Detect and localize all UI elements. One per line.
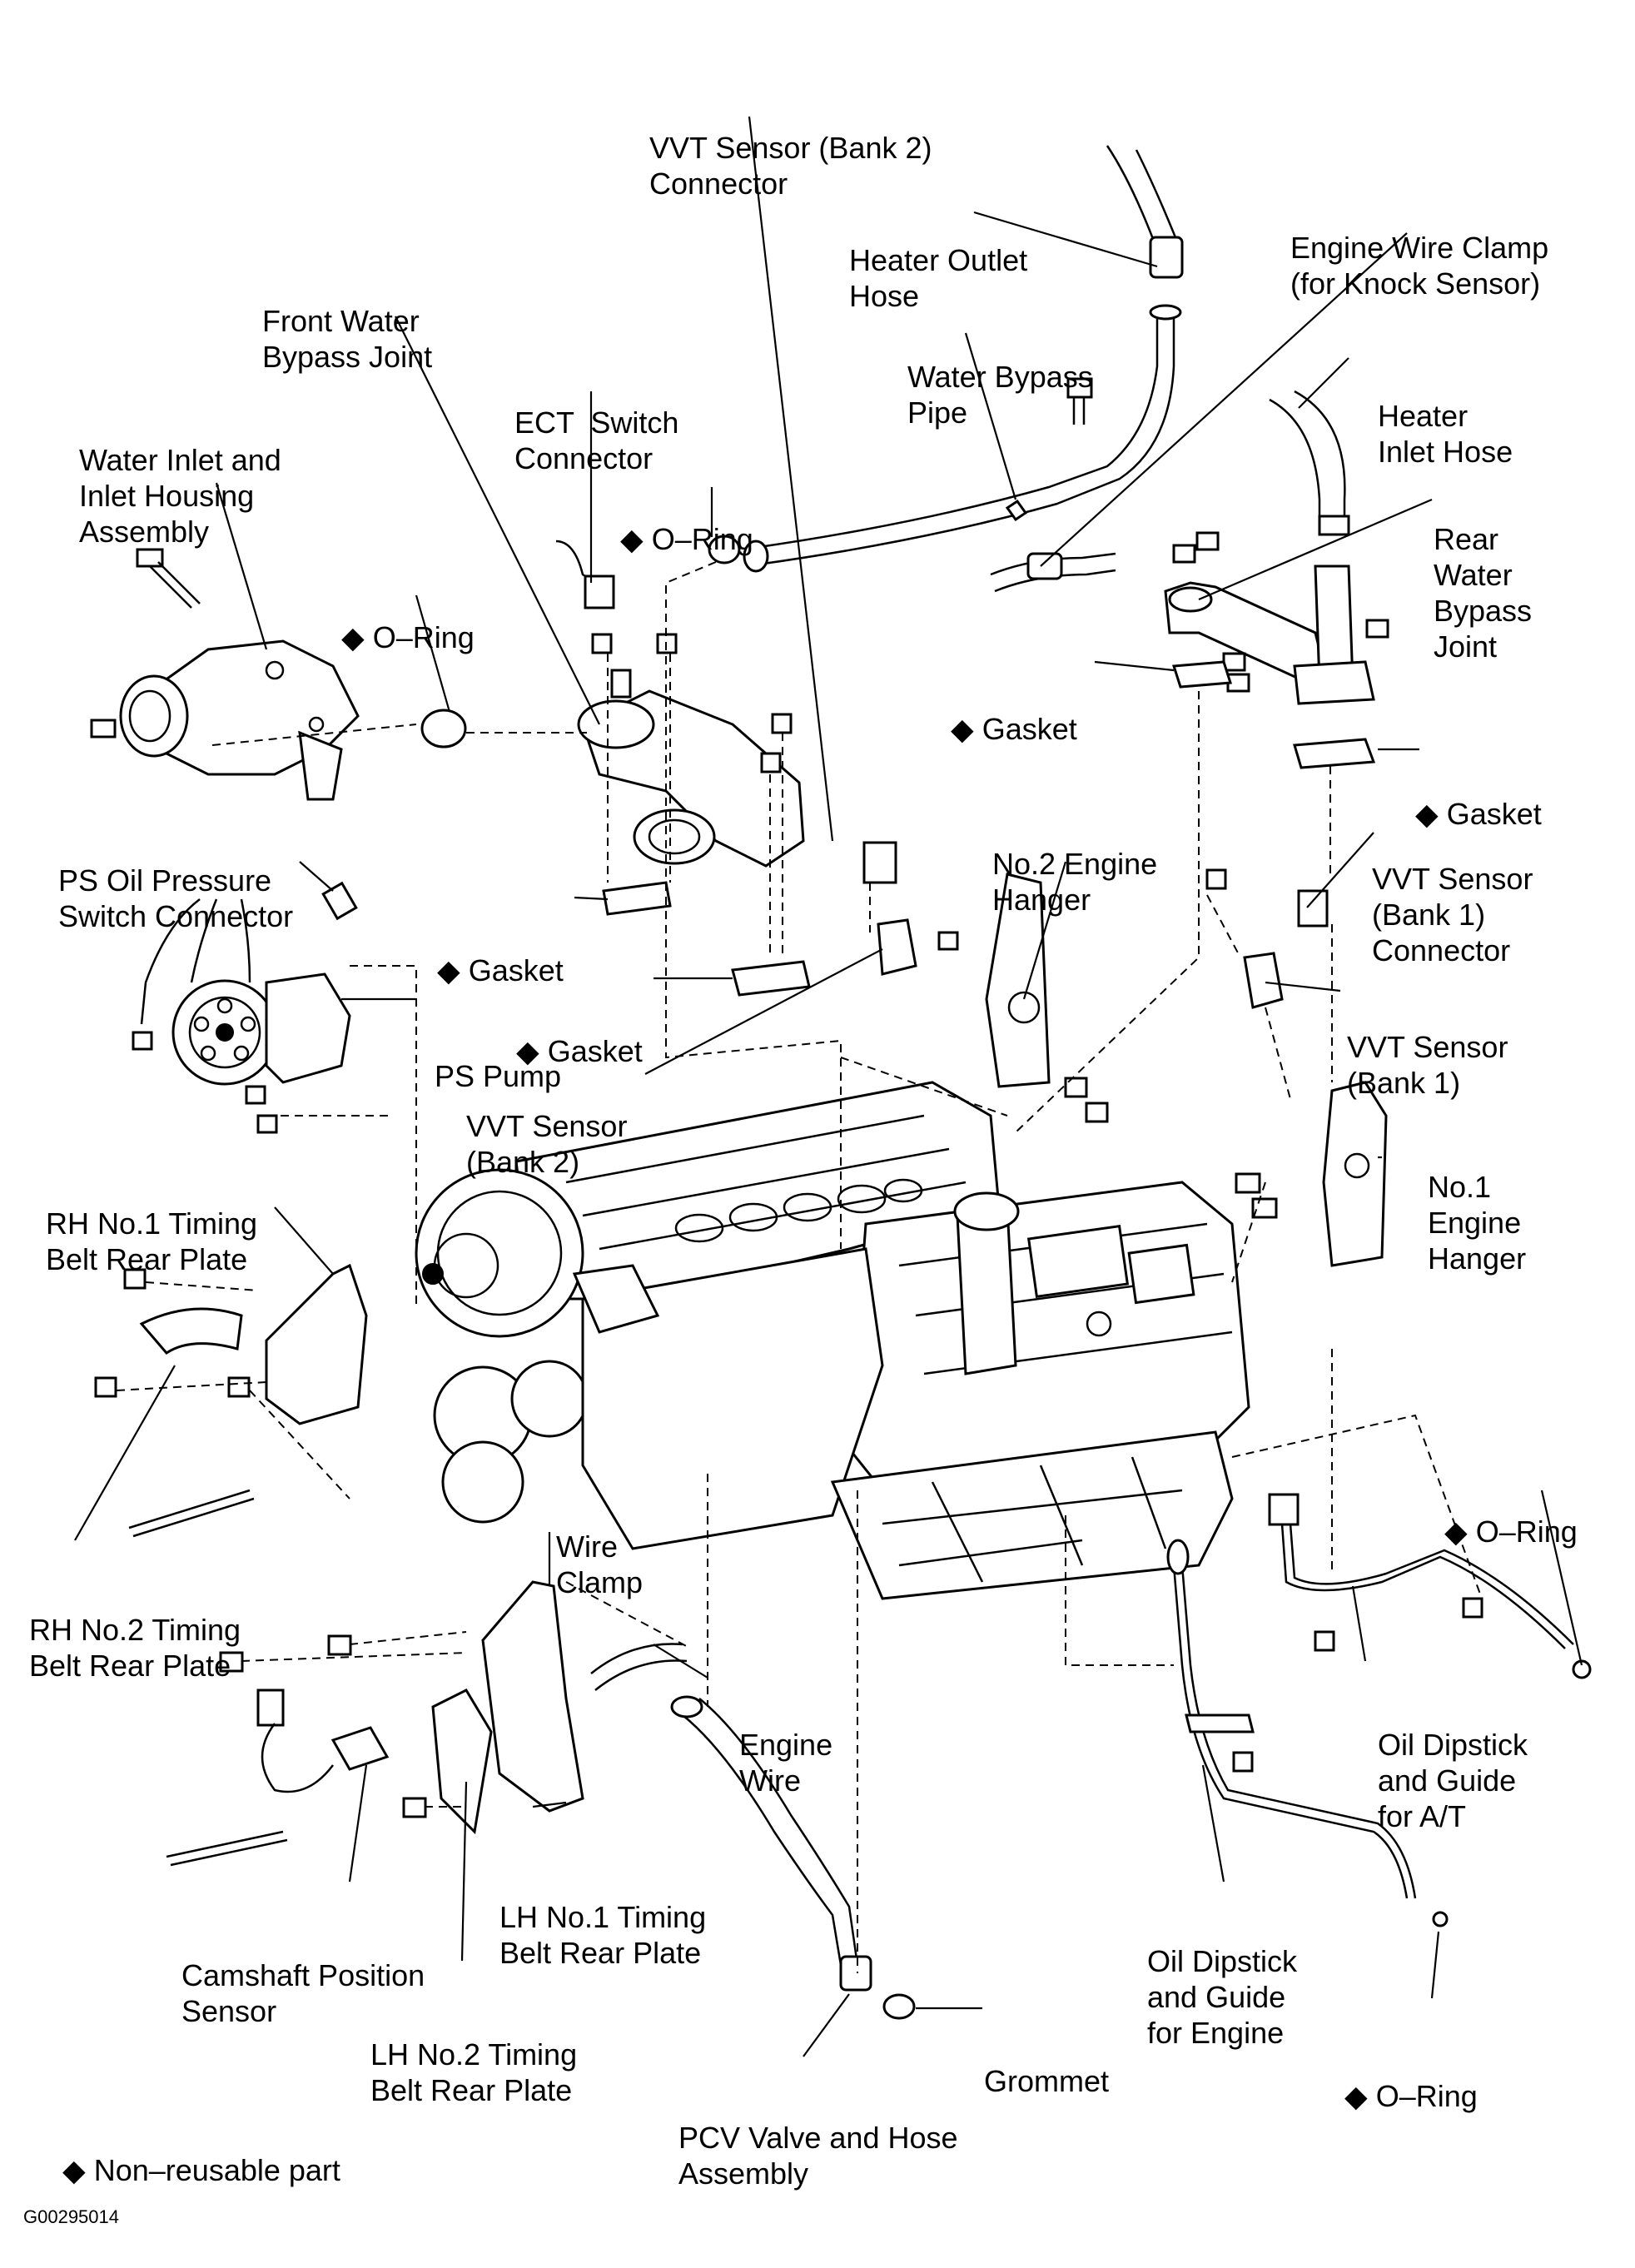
gasket-rear — [1171, 660, 1233, 689]
leader-lines — [74, 116, 1583, 2057]
label-ps-pump: PS Pump — [435, 1059, 562, 1093]
rear-water-bypass-joint — [1164, 390, 1389, 705]
rh-timing-belt-rear-plates — [94, 1263, 368, 1538]
o-ring-left — [420, 709, 467, 749]
engine-block — [415, 1081, 1250, 1600]
legend-text: Non–reusable part — [93, 2153, 340, 2187]
legend-non-reusable: ◆ Non–reusable part — [46, 2116, 340, 2188]
lh-timing-belt-rear-plates — [166, 1580, 688, 1867]
alignment-lines — [116, 561, 1483, 1973]
gasket-rear-lower — [1293, 738, 1376, 769]
label-gasket-front-lower: ◆ Gasket — [516, 1034, 643, 1068]
legend-symbol: ◆ — [62, 2153, 86, 2187]
label-gasket-front-upper: ◆ Gasket — [437, 953, 564, 987]
figure-code: G00295014 — [23, 2206, 119, 2227]
water-inlet-housing — [90, 548, 360, 801]
gasket-front-lower — [731, 960, 811, 997]
front-water-bypass-joint — [555, 540, 805, 868]
gasket-front-upper — [602, 881, 672, 916]
label-vvt-sensor-bank1-connector: VVT Sensor(Bank 1)Connector — [1372, 862, 1533, 967]
pcv-valve-hose — [670, 1695, 916, 2020]
label-vvt-sensor-bank1: VVT Sensor(Bank 1) — [1347, 1030, 1508, 1100]
label-gasket-rear: ◆ Gasket — [951, 712, 1077, 746]
label-grommet: Grommet — [984, 2064, 1110, 2098]
engine-hangers — [985, 873, 1388, 1267]
water-bypass-pipe — [743, 145, 1184, 593]
label-engine-wire-clamp: Engine Wire Clamp(for Knock Sensor) — [1290, 231, 1549, 301]
label-o-ring-top: ◆ O–Ring — [620, 522, 753, 556]
vvt-sensors — [862, 841, 1329, 1009]
label-o-ring-right: ◆ O–Ring — [1444, 1514, 1578, 1549]
label-o-ring-left: ◆ O–Ring — [341, 620, 475, 654]
ps-pump — [132, 881, 358, 1134]
o-ring-top — [708, 535, 741, 565]
label-vvt-sensor-bank2-connector: VVT Sensor (Bank 2)Connector — [649, 131, 932, 201]
label-o-ring-bottom: ◆ O–Ring — [1344, 2079, 1478, 2113]
label-vvt-sensor-bank2: VVT Sensor(Bank 2) — [466, 1109, 628, 1179]
label-gasket-rear-lower: ◆ Gasket — [1415, 797, 1542, 831]
oil-dipsticks — [1166, 1493, 1592, 1927]
